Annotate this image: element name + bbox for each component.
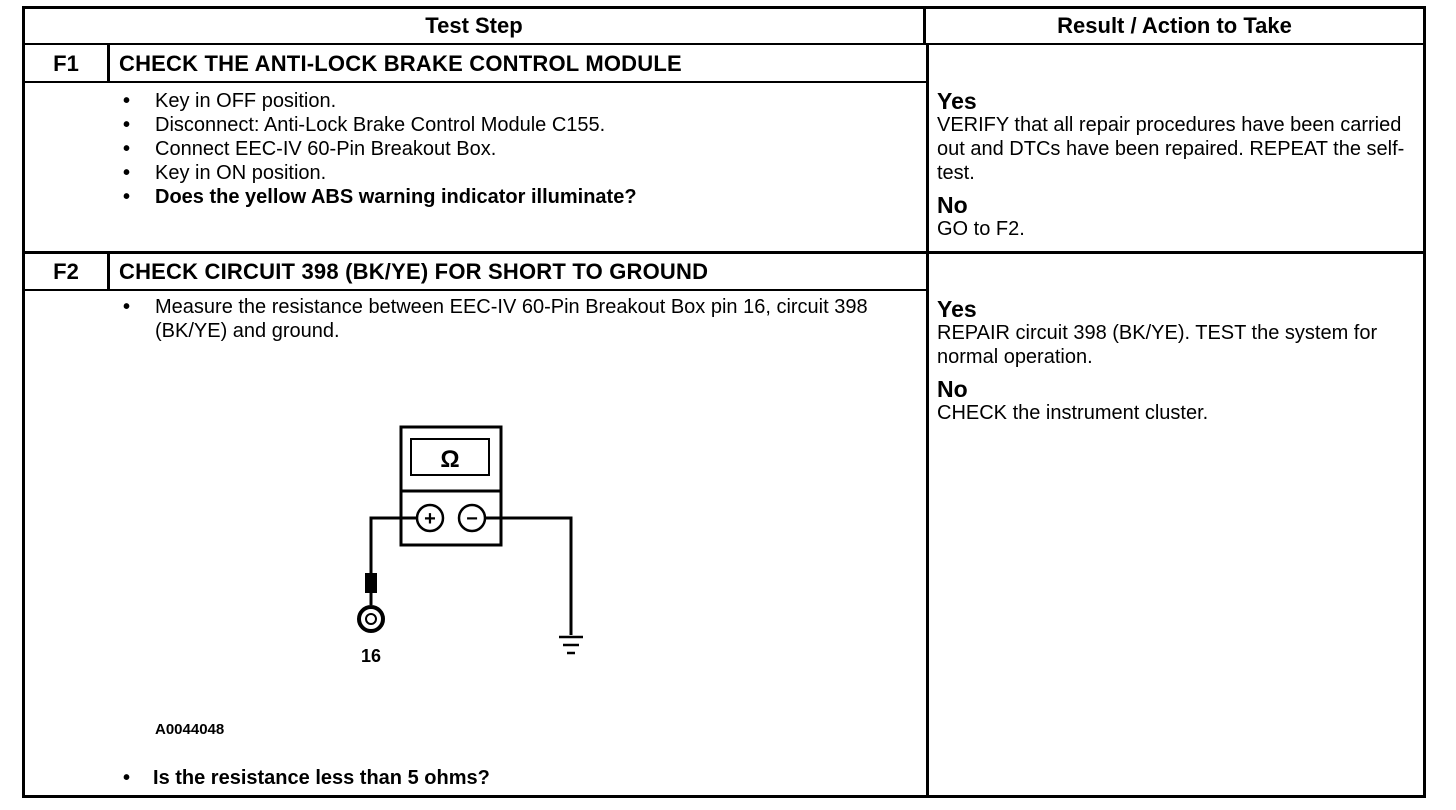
result-block-f1: Yes VERIFY that all repair procedures ha…: [937, 89, 1417, 249]
result-yes-text: REPAIR circuit 398 (BK/YE). TEST the sys…: [937, 322, 1378, 368]
test-leads: [369, 516, 573, 635]
column-divider: [926, 43, 929, 795]
ground-icon: [559, 635, 583, 655]
step-items-f1: Key in OFF position. Disconnect: Anti-Lo…: [117, 89, 637, 209]
minus-terminal-icon: −: [466, 508, 478, 530]
header-test-step: Test Step: [25, 9, 926, 45]
ohm-symbol: Ω: [440, 446, 459, 473]
result-yes-label: Yes: [937, 296, 977, 322]
figure-id: A0044048: [155, 721, 225, 738]
plus-terminal-icon: +: [424, 508, 436, 530]
diagnostic-table: Test Step Result / Action to Take F1 CHE…: [22, 6, 1426, 798]
result-yes-label: Yes: [937, 88, 977, 114]
step-question-f2: Is the resistance less than 5 ohms?: [117, 767, 490, 790]
list-item: Connect EEC-IV 60-Pin Breakout Box.: [117, 137, 637, 161]
header-result-action: Result / Action to Take: [926, 9, 1423, 45]
step-title-f2: CHECK CIRCUIT 398 (BK/YE) FOR SHORT TO G…: [119, 259, 709, 284]
step-items-f2: Measure the resistance between EEC-IV 60…: [117, 295, 877, 343]
pin-label: 16: [361, 646, 381, 666]
step-question-f1: Does the yellow ABS warning indicator il…: [117, 185, 637, 209]
result-no-label: No: [937, 192, 968, 218]
ohmmeter-diagram: Ω + − 16: [357, 425, 583, 666]
list-item: Key in ON position.: [117, 161, 637, 185]
step-id-f1: F1: [53, 51, 79, 76]
title-underline-f2: [25, 289, 926, 291]
list-item: Key in OFF position.: [117, 89, 637, 113]
step-id-f2: F2: [53, 259, 79, 284]
step-title-f1: CHECK THE ANTI-LOCK BRAKE CONTROL MODULE: [119, 51, 682, 76]
result-block-f2: Yes REPAIR circuit 398 (BK/YE). TEST the…: [937, 297, 1417, 433]
probe-icon: [357, 573, 385, 633]
list-item: Measure the resistance between EEC-IV 60…: [117, 295, 877, 343]
list-item: Disconnect: Anti-Lock Brake Control Modu…: [117, 113, 637, 137]
result-no-text: CHECK the instrument cluster.: [937, 402, 1209, 424]
result-no-text: GO to F2.: [937, 218, 1025, 240]
id-divider-f1: [107, 45, 110, 81]
title-underline-f1: [25, 81, 926, 83]
id-divider-f2: [107, 253, 110, 289]
result-yes-text: VERIFY that all repair procedures have b…: [937, 114, 1405, 184]
ohmmeter: [399, 425, 503, 547]
result-no-label: No: [937, 376, 968, 402]
row-separator: [25, 251, 1423, 254]
